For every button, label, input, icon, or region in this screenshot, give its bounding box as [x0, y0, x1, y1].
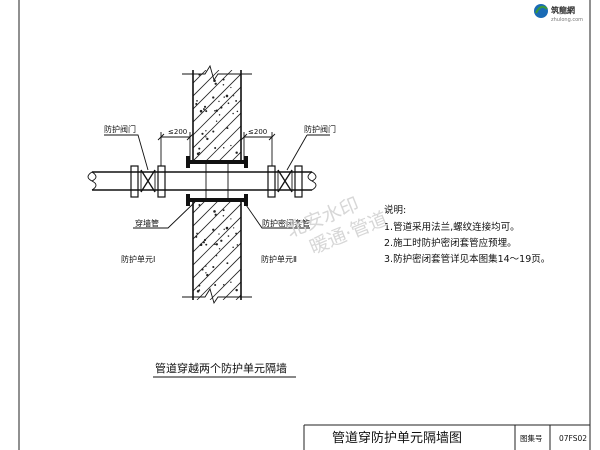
caption-text: 管道穿越两个防护单元隔墙: [155, 361, 287, 375]
dimension-left-label: ≤200: [168, 128, 187, 136]
wall-upper: [182, 64, 252, 162]
note-item: 3.防护密闭套管详见本图集14～19页。: [384, 253, 550, 265]
dimension-left: ≤200: [157, 128, 194, 166]
notes-heading: 说明:: [384, 204, 406, 216]
title-block-title: 管道穿防护单元隔墙图: [332, 430, 462, 446]
protective-valve-right: [267, 165, 303, 198]
wall-sleeve-label: 穿墙管: [135, 218, 159, 228]
unit-right-label: 防护单元Ⅱ: [261, 254, 297, 264]
title-block: 管道穿防护单元隔墙图 图集号 07FS02: [303, 424, 590, 450]
sealed-sleeve-shape: [186, 156, 248, 206]
logo-name: 筑龍網: [551, 5, 575, 15]
logo-url: zhulong.com: [551, 17, 583, 23]
note-item: 2.施工时防护密闭套管应预埋。: [384, 237, 517, 249]
pipe: [87, 171, 317, 191]
unit-left-label: 防护单元Ⅰ: [121, 254, 155, 264]
atlas-number-value: 07FS02: [559, 434, 587, 443]
zhulong-logo: 筑龍網 zhulong.com: [534, 4, 583, 23]
dimension-right-label: ≤200: [248, 128, 267, 136]
sheet-frame: [18, 0, 591, 450]
notes: 说明: 1.管道采用法兰,螺纹连接均可。 2.施工时防护密闭套管应预埋。 3.防…: [384, 204, 550, 265]
figure-caption: 管道穿越两个防护单元隔墙: [153, 361, 296, 378]
leader-lines: [104, 134, 330, 229]
atlas-number-label: 图集号: [520, 433, 543, 443]
note-item: 1.管道采用法兰,螺纹连接均可。: [384, 221, 520, 233]
dimension-right: ≤200: [240, 128, 276, 166]
valve-left-label: 防护阀门: [104, 124, 136, 134]
sealed-sleeve-label: 防护密闭套管: [262, 218, 310, 228]
protective-valve-left: [130, 165, 166, 198]
valve-right-label: 防护阀门: [304, 124, 336, 134]
wall-lower: [182, 200, 252, 305]
